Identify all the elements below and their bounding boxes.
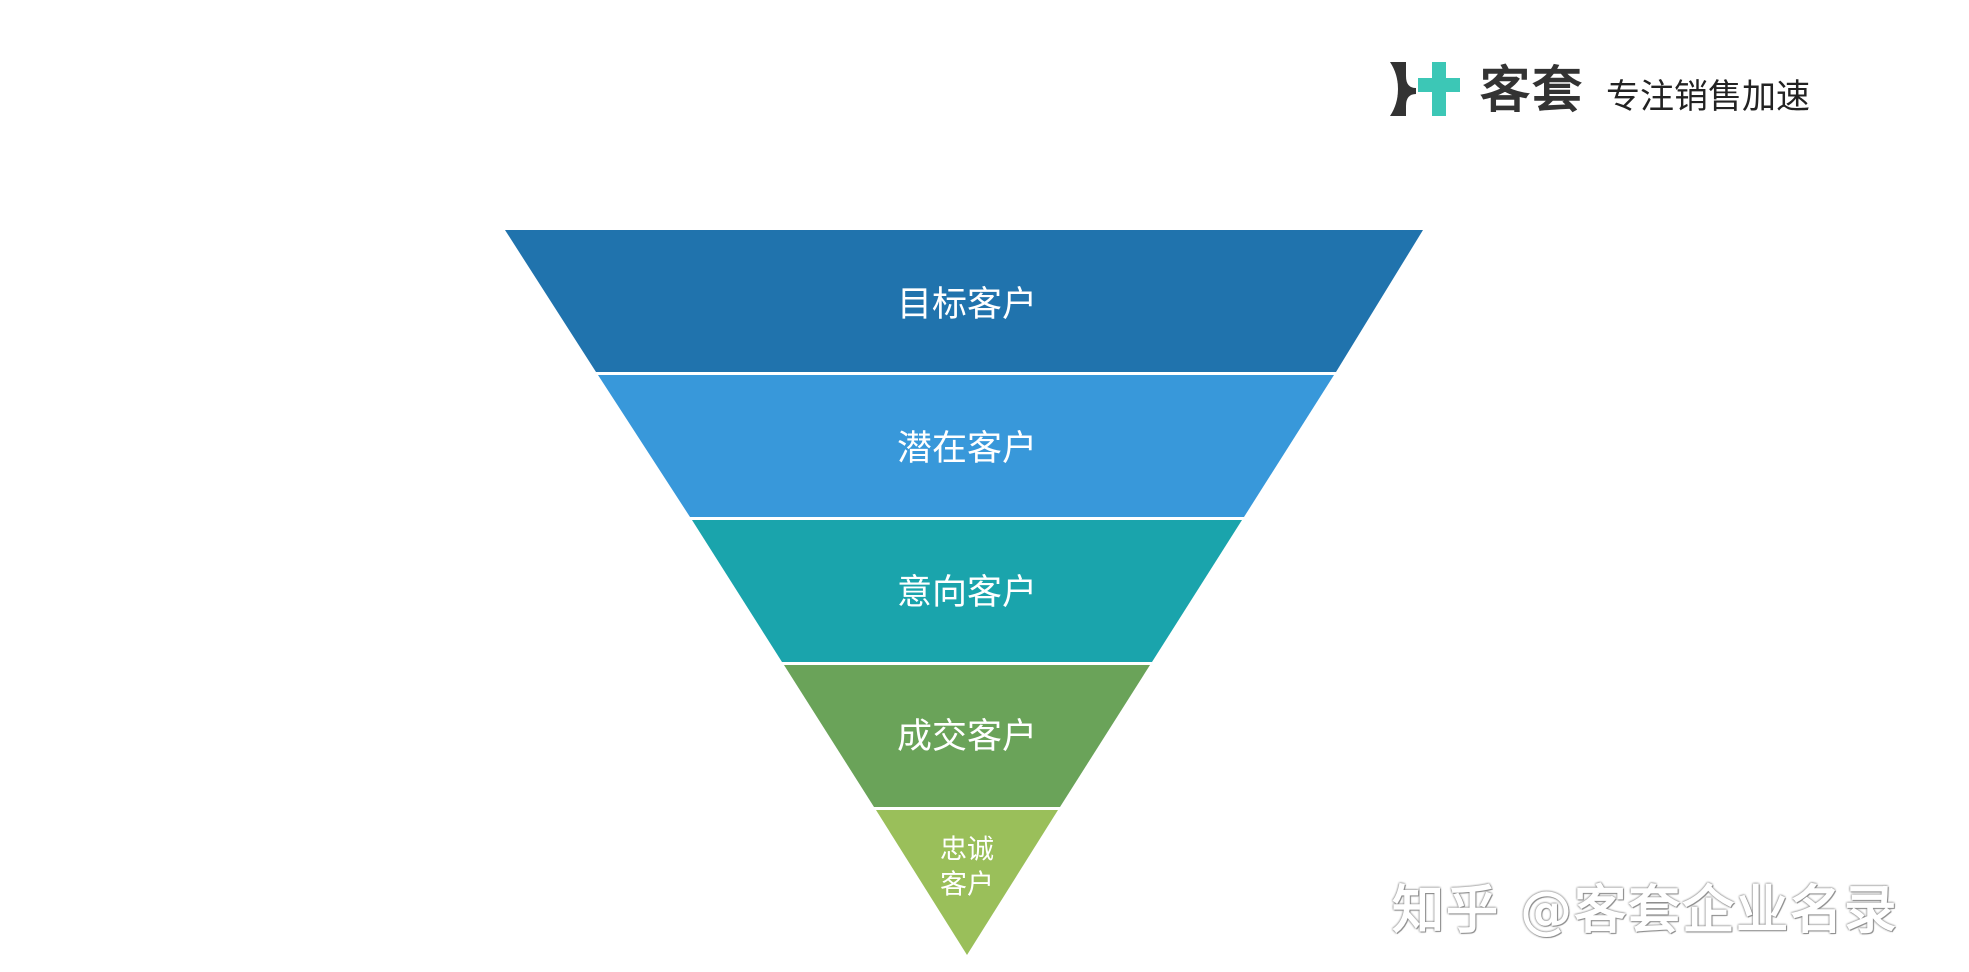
funnel-stage-target-customers bbox=[505, 230, 1423, 372]
brand-name: 客套 bbox=[1480, 61, 1584, 119]
funnel-label-intended-customers: 意向客户 bbox=[897, 573, 1037, 613]
zhihu-watermark: 知乎 @客套企业名录 bbox=[1392, 881, 1899, 941]
funnel-label-closed-customers: 成交客户 bbox=[897, 717, 1037, 757]
funnel-stage-intended-customers bbox=[692, 520, 1242, 662]
brand-slogan: 专注销售加速 bbox=[1606, 77, 1810, 117]
funnel-label-target-customers: 目标客户 bbox=[897, 285, 1037, 325]
brand-logo: 客套 专注销售加速 bbox=[1388, 58, 1810, 122]
funnel-label-loyal-customers-line-2: 客户 bbox=[940, 870, 994, 901]
funnel-label-potential-customers: 潜在客户 bbox=[897, 429, 1037, 469]
funnel-stage-potential-customers bbox=[598, 375, 1334, 517]
kt-logo-icon bbox=[1390, 62, 1460, 116]
funnel-stage-closed-customers bbox=[784, 665, 1150, 807]
funnel-stage-loyal-customers bbox=[876, 810, 1058, 955]
funnel-label-loyal-customers-line-1: 忠诚 bbox=[940, 835, 994, 866]
